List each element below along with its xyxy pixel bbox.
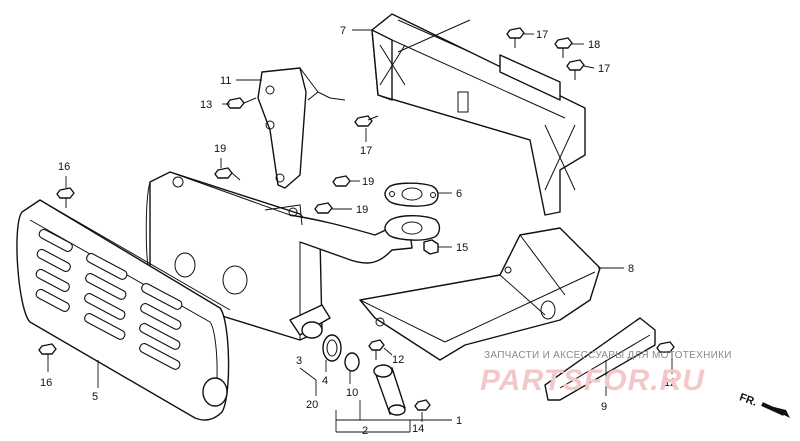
callout-19-left: 19 [214,143,226,155]
callout-14: 14 [412,423,424,435]
callout-5: 5 [92,391,98,403]
leader-lines [47,29,673,433]
callout-8: 8 [628,263,634,275]
callout-7: 7 [340,25,346,37]
callout-15: 15 [456,242,468,254]
direction-label: FR. [738,391,759,408]
watermark-tagline: ЗАПЧАСТИ И АКСЕССУАРЫ ДЛЯ МОТОТЕХНИКИ [484,350,732,361]
callout-12-right: 12 [664,377,676,389]
callout-18: 18 [588,39,600,51]
callout-1: 1 [456,415,462,427]
callout-17-right: 17 [598,63,610,75]
bolt-icon [38,27,675,411]
part-4-gasket-ring [322,334,342,362]
part-8-lower-shield [359,227,601,361]
callout-9: 9 [601,401,607,413]
callout-10: 10 [346,387,358,399]
callout-2: 2 [362,425,368,437]
grille-slots [35,228,183,370]
part-15-nut [423,239,439,255]
callout-19-upper: 19 [362,176,374,188]
callout-3: 3 [296,355,302,367]
callout-20: 20 [306,399,318,411]
callout-16-top: 16 [58,161,70,173]
callout-12-left: 12 [392,354,404,366]
part-11-side-bracket [257,67,346,189]
callout-19-lower: 19 [356,204,368,216]
callout-labels: 7 11 13 17 18 17 17 19 19 19 6 15 8 16 1… [40,25,676,437]
part-10-collar [344,352,360,372]
front-direction-arrow-icon: FR. [738,391,794,418]
watermark-site: PARTSFOR.RU [480,364,705,397]
part-7-upper-bracket [371,13,586,216]
callout-4: 4 [322,375,328,387]
callout-16-bottom: 16 [40,377,52,389]
callout-17-mid: 17 [360,145,372,157]
watermark: ЗАПЧАСТИ И АКСЕССУАРЫ ДЛЯ МОТОТЕХНИКИ PA… [480,350,732,397]
part-1-spark-arrester [373,364,406,416]
pipe-flange [384,215,441,241]
part-6-gasket [384,182,439,207]
part-9-plate [544,317,656,401]
callout-13: 13 [200,99,212,111]
callout-6: 6 [456,188,462,200]
callout-17-top: 17 [536,29,548,41]
callout-11: 11 [220,75,231,87]
